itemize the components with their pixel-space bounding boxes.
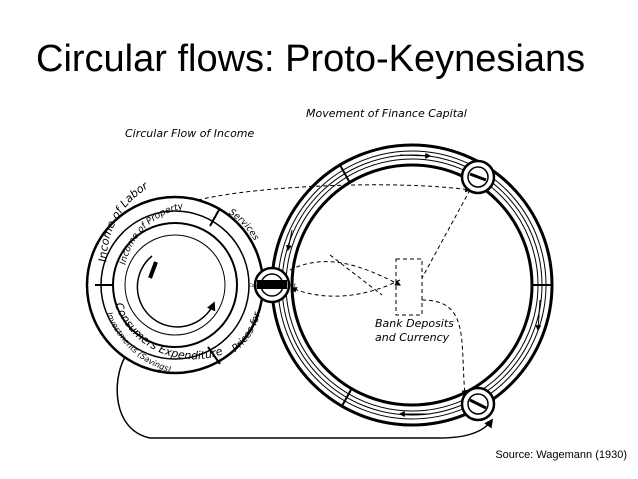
dashed-flows bbox=[197, 184, 472, 397]
left-circle-label: Circular Flow of Income bbox=[125, 127, 255, 140]
finance-capital-circle bbox=[270, 143, 554, 427]
commodity-market-hub: Commodity Market bbox=[248, 266, 297, 304]
bank-hub-bottom bbox=[460, 386, 496, 422]
bank-hub-top bbox=[460, 159, 496, 195]
prices-for-label: Prices for bbox=[230, 310, 263, 354]
income-circle bbox=[85, 195, 265, 375]
consumers-expenditure-label: Consumers Expenditure bbox=[112, 301, 225, 363]
bank-deposits-label: Bank Deposits bbox=[375, 317, 454, 330]
savings-flow-line bbox=[116, 356, 494, 439]
slide-title: Circular flows: Proto-Keynesians bbox=[36, 38, 586, 80]
currency-label: and Currency bbox=[375, 331, 450, 344]
right-circle-label: Movement of Finance Capital bbox=[306, 107, 467, 120]
commodity-market-label: Commodity Market bbox=[248, 283, 297, 289]
source-caption: Source: Wagemann (1930) bbox=[495, 449, 627, 461]
bank-deposits-box bbox=[395, 258, 423, 316]
